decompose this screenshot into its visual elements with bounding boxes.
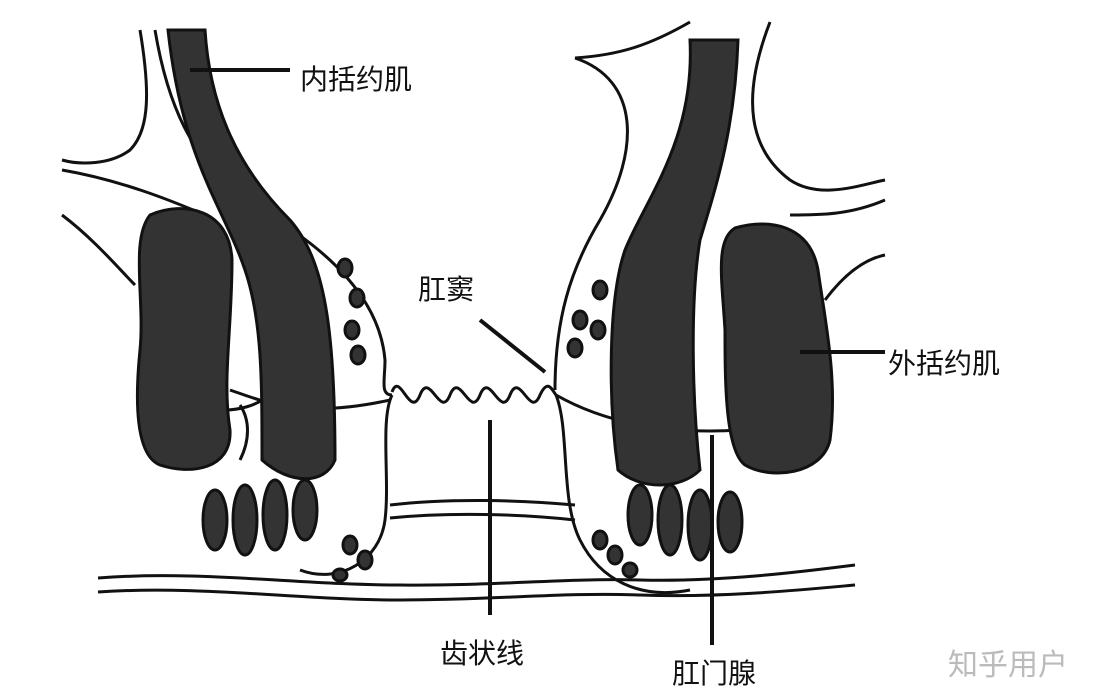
right-fat-line-2 xyxy=(823,253,886,301)
left-subcut-bundle xyxy=(201,488,229,552)
right-subcut-bundle xyxy=(626,483,654,547)
leader-anal-sinus xyxy=(478,318,547,374)
right-subcut-bundle xyxy=(716,490,744,554)
label-internal-sphincter: 内括约肌 xyxy=(300,63,413,96)
left-outer-contour xyxy=(61,29,149,165)
left-external-sphincter xyxy=(135,207,234,471)
skin-line-2 xyxy=(97,583,856,602)
right-fat-line xyxy=(789,198,886,217)
left-subcut-bundle xyxy=(291,478,319,542)
left-subcut-bundle xyxy=(261,478,289,552)
right-internal-sphincter xyxy=(609,38,740,487)
label-anal-sinus: 肛窦 xyxy=(418,273,475,306)
right-lower-wall xyxy=(554,394,691,595)
skin-line-1 xyxy=(97,563,856,587)
label-anal-gland: 肛门腺 xyxy=(672,657,757,690)
label-dentate-line: 齿状线 xyxy=(440,637,525,670)
right-wall-contour xyxy=(751,21,886,192)
right-wall-contour-2 xyxy=(553,56,629,391)
right-subcut-bundle xyxy=(656,483,684,557)
dentate-wave xyxy=(390,384,558,404)
right-subcut-bundle xyxy=(686,488,714,562)
canal-line-1 xyxy=(389,498,576,507)
watermark: 知乎用户 xyxy=(948,648,1068,683)
left-vessel-dots xyxy=(331,257,374,583)
canal-line-2 xyxy=(389,512,576,522)
right-external-sphincter xyxy=(719,222,835,475)
left-subcut-bundle xyxy=(231,483,259,557)
right-outer-contour xyxy=(574,20,691,60)
label-external-sphincter: 外括约肌 xyxy=(888,347,1001,380)
left-wall-contour xyxy=(153,29,393,397)
left-fat-line-2 xyxy=(61,213,137,287)
left-internal-sphincter xyxy=(166,28,337,481)
right-vessel-dots xyxy=(566,279,639,579)
